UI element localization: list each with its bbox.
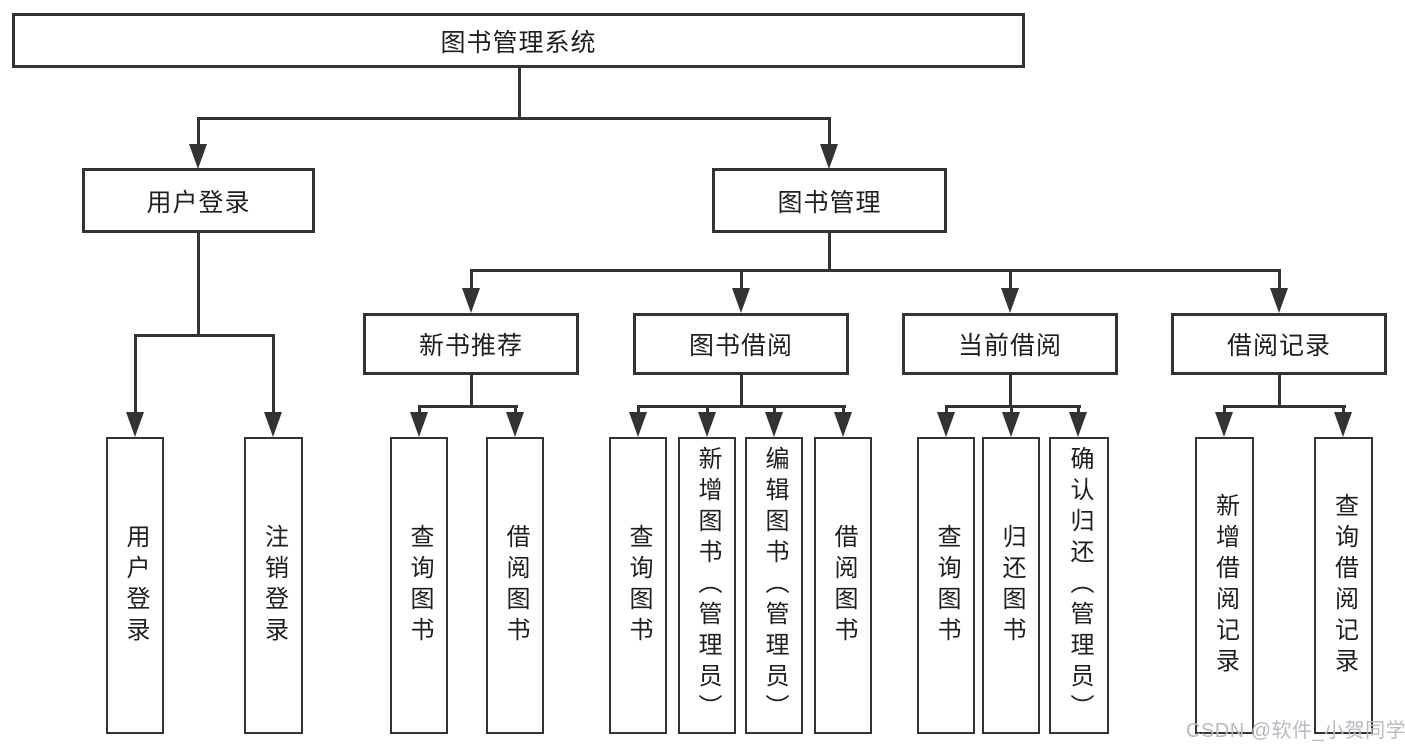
leaf-query-books-recommend-label: 查询图书 — [406, 523, 433, 648]
connector-arrowstem — [1076, 406, 1080, 416]
connector-g2-branch — [417, 404, 518, 408]
connector-arrowstem — [841, 406, 845, 416]
leaf-query-books-borrow: 查询图书 — [609, 437, 667, 734]
connector-arrowstem — [469, 270, 473, 292]
node-borrow-records-label: 借阅记录 — [1226, 332, 1331, 360]
node-new-book-recommend-label: 新书推荐 — [418, 332, 523, 360]
node-current-borrow: 当前借阅 — [902, 313, 1118, 375]
node-current-borrow-label: 当前借阅 — [957, 332, 1062, 360]
connector-g3-branch — [636, 404, 846, 408]
node-book-management-label: 图书管理 — [777, 188, 882, 217]
arrow-down-icon — [410, 412, 428, 437]
node-book-borrow-label: 图书借阅 — [688, 332, 793, 360]
leaf-query-books-current: 查询图书 — [917, 437, 975, 734]
node-new-book-recommend: 新书推荐 — [363, 313, 579, 375]
node-user-login: 用户登录 — [82, 168, 315, 233]
node-root: 图书管理系统 — [12, 13, 1025, 68]
connector-level3-branch — [469, 268, 1281, 272]
connector-g5-branch — [1222, 404, 1346, 408]
leaf-logout-label: 注销登录 — [260, 523, 288, 648]
connector-arrowstem — [196, 118, 200, 146]
connector-arrowstem — [513, 406, 517, 416]
arrow-down-icon — [937, 412, 955, 437]
leaf-query-books-current-label: 查询图书 — [933, 523, 960, 648]
leaf-borrow-books-recommend-label: 借阅图书 — [502, 523, 529, 648]
connector-arrowstem — [417, 406, 421, 416]
connector-arrowstem — [1341, 406, 1345, 416]
arrow-down-icon — [1002, 412, 1020, 437]
arrow-down-icon — [765, 412, 783, 437]
connector-arrowstem — [827, 118, 831, 146]
leaf-borrow-books-recommend: 借阅图书 — [486, 437, 544, 734]
arrow-down-icon — [126, 412, 144, 437]
arrow-down-icon — [1334, 412, 1352, 437]
connector-bookborrow-stem — [739, 375, 743, 408]
arrow-down-icon — [264, 412, 282, 437]
arrow-down-icon — [820, 144, 838, 169]
leaf-confirm-return-admin-label: 确认归还（管理员） — [1066, 446, 1093, 725]
connector-arrowstem — [772, 406, 776, 416]
leaf-borrow-books-label: 借阅图书 — [830, 523, 857, 648]
arrow-down-icon — [189, 144, 207, 169]
connector-bookmgmt-stem — [827, 233, 831, 272]
connector-userlogin-branch — [133, 333, 275, 337]
leaf-query-borrow-record-label: 查询借阅记录 — [1330, 492, 1358, 679]
arrow-down-icon — [629, 412, 647, 437]
connector-arrowstem — [705, 406, 709, 416]
leaf-query-books-recommend: 查询图书 — [390, 437, 448, 734]
leaf-user-login-label: 用户登录 — [122, 523, 149, 648]
leaf-query-borrow-record: 查询借阅记录 — [1314, 437, 1373, 734]
connector-arrowstem — [1277, 270, 1281, 292]
connector-root-stem — [517, 68, 521, 118]
leaf-return-books: 归还图书 — [982, 437, 1040, 734]
connector-root-branch — [196, 116, 831, 120]
connector-arrowstem — [944, 406, 948, 416]
leaf-return-books-label: 归还图书 — [998, 523, 1025, 648]
arrow-down-icon — [698, 412, 716, 437]
node-borrow-records: 借阅记录 — [1171, 313, 1387, 375]
connector-g4-branch — [944, 404, 1081, 408]
node-book-borrow: 图书借阅 — [633, 313, 849, 375]
leaf-borrow-books: 借阅图书 — [814, 437, 872, 734]
connector-borrowrecords-stem — [1277, 375, 1281, 408]
arrow-down-icon — [1001, 288, 1019, 313]
arrow-down-icon — [506, 412, 524, 437]
connector-newbook-stem — [469, 375, 473, 408]
node-root-label: 图书管理系统 — [440, 28, 597, 57]
connector-currentborrow-stem — [1008, 375, 1012, 408]
leaf-user-login: 用户登录 — [106, 437, 164, 734]
leaf-logout: 注销登录 — [244, 437, 303, 734]
leaf-edit-books-admin: 编辑图书（管理员） — [745, 437, 803, 734]
leaf-add-books-admin: 新增图书（管理员） — [678, 437, 736, 734]
arrow-down-icon — [462, 288, 480, 313]
arrow-down-icon — [1215, 412, 1233, 437]
leaf-query-books-borrow-label: 查询图书 — [625, 523, 652, 648]
connector-arrowstem — [1009, 406, 1013, 416]
connector-arrowstem — [1008, 270, 1012, 292]
connector-userlogin-stem — [196, 233, 200, 337]
connector-arrowstem — [1222, 406, 1226, 416]
arrow-down-icon — [732, 288, 750, 313]
connector-arrowstem — [739, 270, 743, 292]
node-user-login-label: 用户登录 — [146, 188, 251, 217]
arrow-down-icon — [1270, 288, 1288, 313]
leaf-add-books-admin-label: 新增图书（管理员） — [694, 446, 721, 725]
leaf-edit-books-admin-label: 编辑图书（管理员） — [761, 446, 788, 725]
leaf-add-borrow-record: 新增借阅记录 — [1195, 437, 1254, 734]
arrow-down-icon — [1069, 412, 1087, 437]
leaf-confirm-return-admin: 确认归还（管理员） — [1049, 437, 1109, 734]
connector-arrowstem — [636, 406, 640, 416]
connector-arrowstem — [271, 335, 275, 415]
connector-arrowstem — [133, 335, 137, 415]
leaf-add-borrow-record-label: 新增借阅记录 — [1211, 492, 1239, 679]
arrow-down-icon — [834, 412, 852, 437]
node-book-management: 图书管理 — [712, 168, 947, 233]
csdn-watermark: CSDN @软件_小贺同学 — [1186, 720, 1405, 742]
